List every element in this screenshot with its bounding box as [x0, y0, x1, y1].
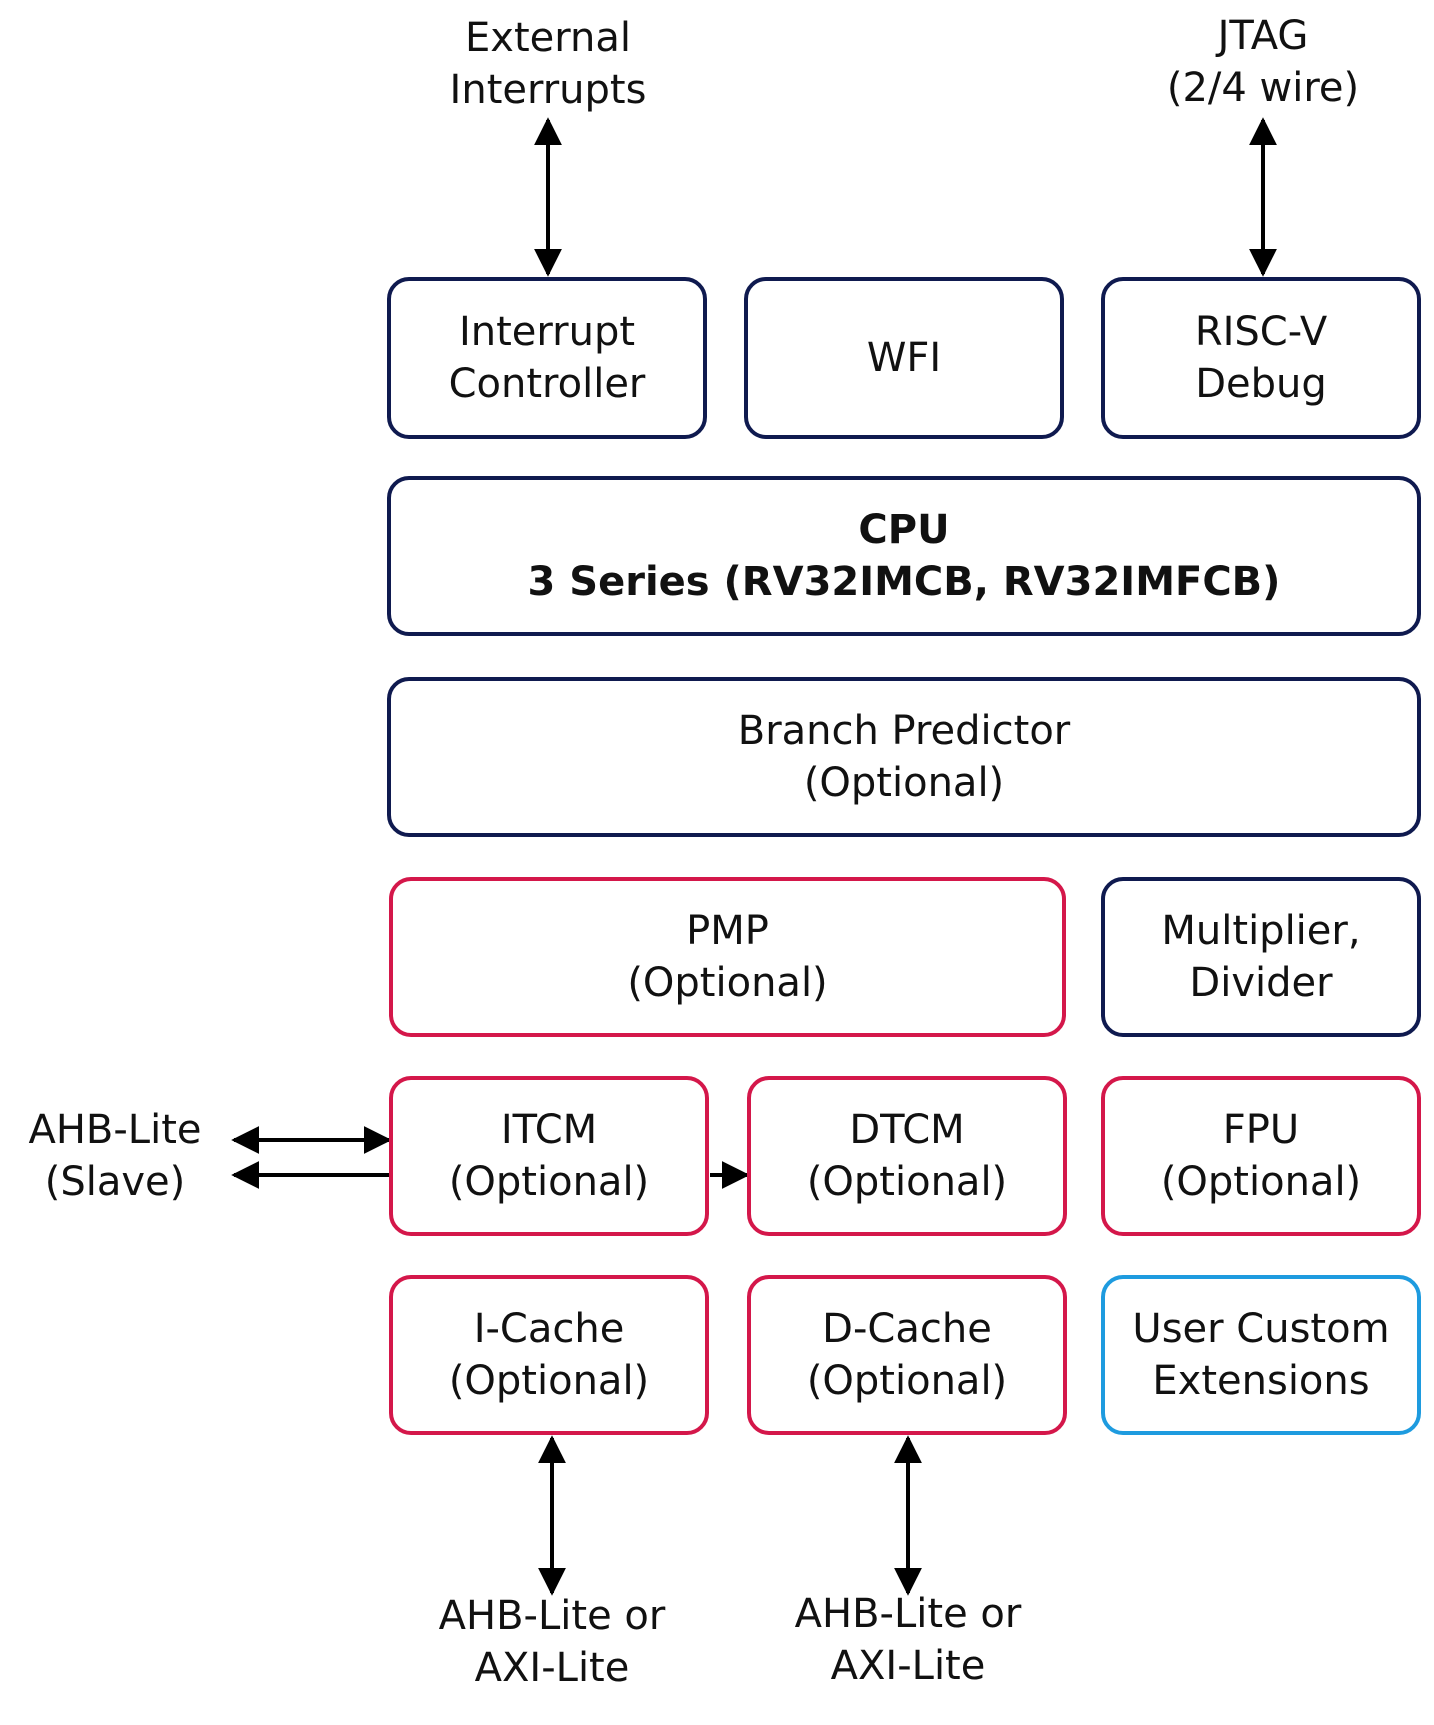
ahb-lite-slave-label: AHB-Lite(Slave) [28, 1107, 202, 1205]
icache-block: I-Cache(Optional) [389, 1275, 709, 1435]
jtag-label: JTAG(2/4 wire) [1166, 13, 1360, 111]
itcm-block: ITCM(Optional) [389, 1076, 709, 1236]
fpu-block: FPU(Optional) [1101, 1076, 1421, 1236]
wfi-block: WFI [744, 277, 1064, 439]
dcache-block: D-Cache(Optional) [747, 1275, 1067, 1435]
dtcm-block: DTCM(Optional) [747, 1076, 1067, 1236]
multiplier-divider-block: Multiplier,Divider [1101, 877, 1421, 1037]
pmp-block: PMP(Optional) [389, 877, 1066, 1037]
branch-predictor-block: Branch Predictor(Optional) [387, 677, 1421, 837]
